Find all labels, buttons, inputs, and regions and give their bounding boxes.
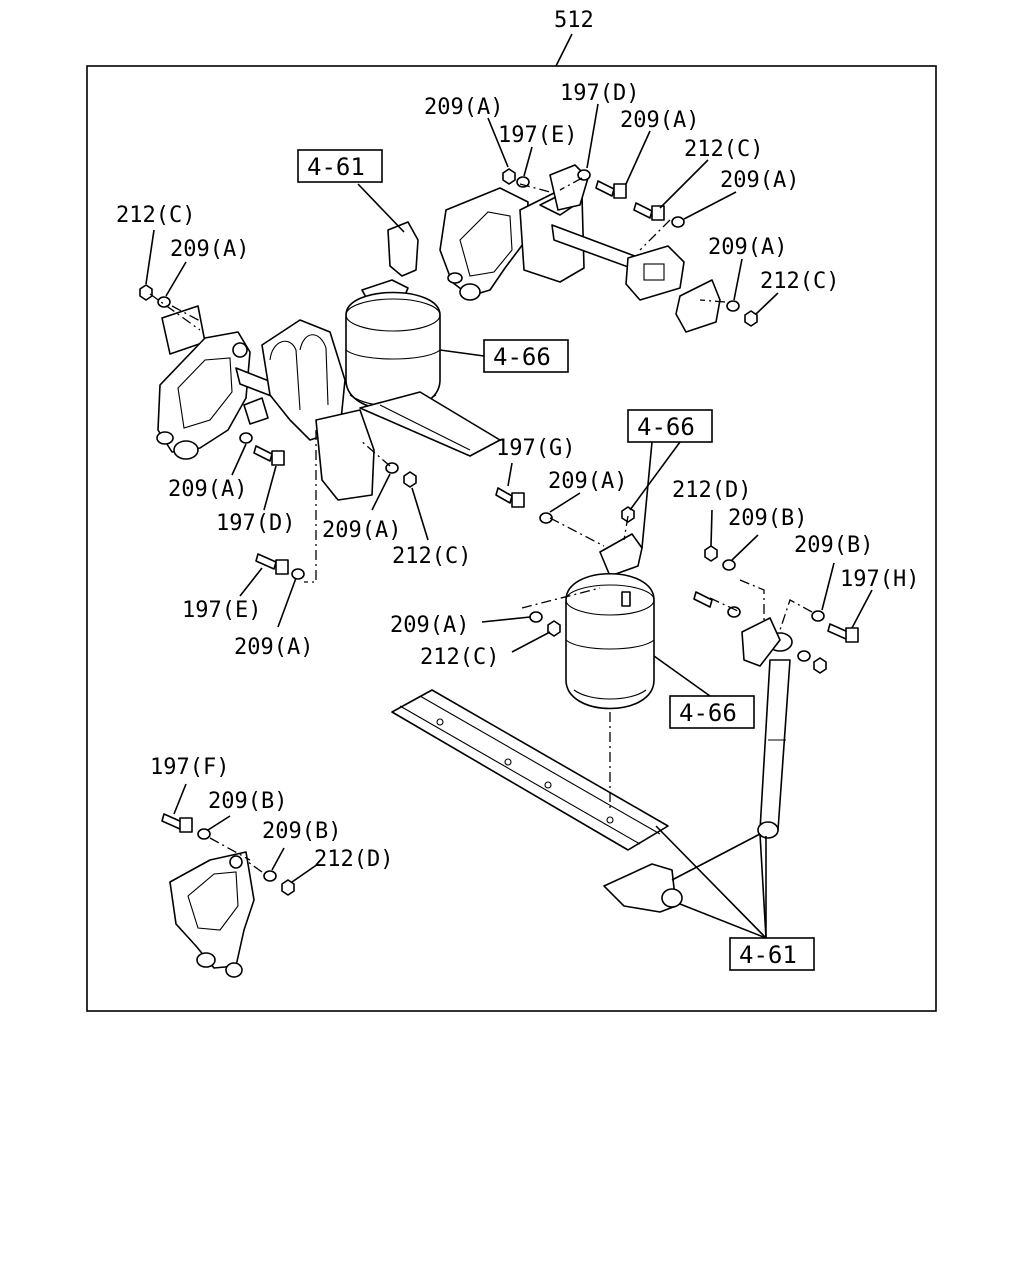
callout-label: 209(A) bbox=[168, 477, 247, 502]
nut-icon bbox=[502, 168, 516, 185]
lower-frame-rail bbox=[391, 689, 669, 851]
callout-label: 212(C) bbox=[684, 137, 763, 162]
bolt-icon bbox=[633, 202, 653, 219]
callout-label: 209(A) bbox=[620, 108, 699, 133]
bolt-icon bbox=[845, 627, 859, 643]
lower-left-hanger-bracket bbox=[169, 851, 255, 978]
reference-box: 4-66 bbox=[669, 695, 755, 729]
bolt-icon bbox=[495, 487, 513, 504]
washer-icon bbox=[577, 169, 591, 181]
bolt-icon bbox=[179, 817, 193, 833]
figure-number: 512 bbox=[554, 8, 594, 33]
callout-label: 197(E) bbox=[182, 598, 261, 623]
diagram-frame bbox=[86, 65, 937, 1012]
bolt-icon bbox=[651, 205, 665, 221]
fasteners bbox=[139, 168, 859, 896]
bolt-icon bbox=[595, 180, 615, 197]
svg-text:4-66: 4-66 bbox=[493, 343, 551, 371]
assembly-lines bbox=[149, 177, 813, 873]
nut-icon bbox=[813, 657, 827, 674]
washer-icon bbox=[671, 216, 685, 228]
callout-label: 197(E) bbox=[498, 123, 577, 148]
callout-label: 197(H) bbox=[840, 567, 919, 592]
callout-label: 197(G) bbox=[496, 436, 575, 461]
washer-icon bbox=[811, 610, 825, 622]
washer-icon bbox=[722, 559, 736, 571]
washer-icon bbox=[197, 828, 211, 840]
lower-air-spring bbox=[565, 533, 655, 710]
reference-box: 4-61 bbox=[729, 937, 815, 971]
callout-label: 212(C) bbox=[760, 269, 839, 294]
callout-label: 212(D) bbox=[672, 478, 751, 503]
callout-label: 209(A) bbox=[708, 235, 787, 260]
washer-icon bbox=[291, 568, 305, 580]
washer-icon bbox=[726, 300, 740, 312]
callout-label: 197(D) bbox=[560, 81, 639, 106]
svg-text:4-66: 4-66 bbox=[679, 699, 737, 727]
svg-text:4-61: 4-61 bbox=[739, 941, 797, 969]
callout-labels: 212(C) 209(A) 209(A) 197(E) 197(D) 209(A… bbox=[116, 81, 919, 872]
nut-icon bbox=[621, 506, 635, 523]
right-axle-assembly bbox=[439, 164, 721, 333]
callout-label: 209(A) bbox=[390, 613, 469, 638]
callout-label: 209(B) bbox=[794, 533, 873, 558]
shock-mount-bracket bbox=[603, 863, 683, 913]
callout-label: 212(C) bbox=[116, 203, 195, 228]
nut-icon bbox=[281, 879, 295, 896]
bolt-icon bbox=[255, 553, 277, 570]
upper-frame-rail bbox=[359, 391, 501, 457]
nut-icon bbox=[744, 310, 758, 327]
washer-icon bbox=[539, 512, 553, 524]
callout-label: 209(A) bbox=[322, 518, 401, 543]
callout-label: 209(B) bbox=[728, 506, 807, 531]
nut-icon bbox=[139, 284, 153, 301]
nut-icon bbox=[403, 471, 417, 488]
reference-boxes: 4-61 4-66 4-66 4-66 4-61 bbox=[297, 149, 815, 971]
callout-label: 212(C) bbox=[392, 544, 471, 569]
bolt-icon bbox=[275, 559, 289, 575]
washer-icon bbox=[727, 606, 741, 618]
callout-label: 197(D) bbox=[216, 511, 295, 536]
left-hanger-bracket bbox=[156, 305, 251, 460]
svg-text:4-61: 4-61 bbox=[307, 153, 365, 181]
callout-label: 212(D) bbox=[314, 847, 393, 872]
washer-icon bbox=[529, 611, 543, 623]
callout-label: 209(A) bbox=[234, 635, 313, 660]
bolt-icon bbox=[613, 183, 627, 199]
callout-label: 209(B) bbox=[262, 819, 341, 844]
callout-label: 197(F) bbox=[150, 755, 229, 780]
bolt-icon bbox=[271, 450, 285, 466]
washer-icon bbox=[239, 432, 253, 444]
callout-label: 209(A) bbox=[170, 237, 249, 262]
reference-box: 4-61 bbox=[297, 149, 383, 183]
callout-label: 209(A) bbox=[548, 469, 627, 494]
left-axle-bracket bbox=[235, 319, 375, 501]
nut-icon bbox=[547, 620, 561, 637]
figure-number-leader bbox=[555, 33, 573, 67]
shock-absorber bbox=[741, 617, 793, 839]
washer-icon bbox=[157, 296, 171, 308]
reference-box: 4-66 bbox=[627, 409, 713, 443]
svg-text:4-66: 4-66 bbox=[637, 413, 695, 441]
washer-icon bbox=[263, 870, 277, 882]
upper-air-spring bbox=[345, 221, 441, 411]
callout-label: 212(C) bbox=[420, 645, 499, 670]
nut-icon bbox=[704, 545, 718, 562]
bolt-icon bbox=[161, 813, 183, 830]
callout-label: 209(A) bbox=[720, 168, 799, 193]
washer-icon bbox=[797, 650, 811, 662]
bolt-icon bbox=[511, 492, 525, 508]
bolt-icon bbox=[693, 591, 713, 608]
bolt-icon bbox=[827, 623, 849, 640]
reference-box: 4-66 bbox=[483, 339, 569, 373]
callout-label: 209(B) bbox=[208, 789, 287, 814]
bolt-icon bbox=[253, 445, 273, 462]
leader-lines bbox=[145, 103, 873, 939]
callout-label: 209(A) bbox=[424, 95, 503, 120]
